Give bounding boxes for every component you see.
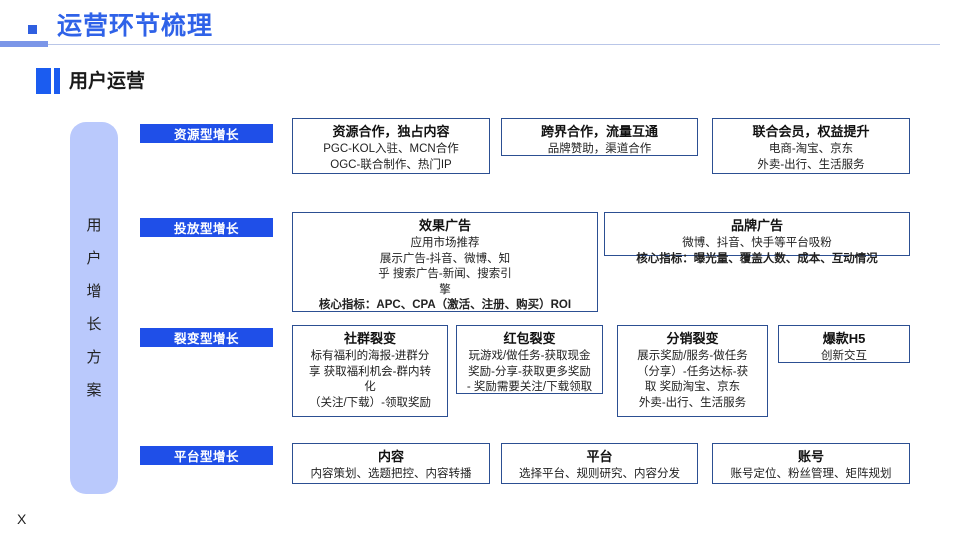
- page-title: 运营环节梳理: [57, 12, 214, 40]
- vertical-band-char: 案: [86, 381, 102, 399]
- content-box-line: 应用市场推荐: [410, 237, 480, 249]
- content-box-line: 展示广告-抖音、微博、知: [379, 252, 511, 265]
- content-box-line: 玩游戏/做任务-获取现金: [468, 350, 591, 362]
- content-box-line: 内容策划、选题把控、内容转播: [310, 468, 472, 480]
- content-box-line: （关注/下载）-领取奖励: [308, 396, 432, 409]
- content-box-title: 爆款H5: [822, 331, 866, 346]
- content-box-line: 展示奖励/服务-做任务: [637, 350, 748, 362]
- content-box[interactable]: 资源合作，独占内容 PGC-KOL入驻、MCN合作 OGC-联合制作、热门IP: [292, 118, 490, 174]
- content-box-line: 核心指标：曝光量、覆盖人数、成本、互动情况: [636, 252, 878, 265]
- vertical-band-char: 用: [86, 216, 102, 234]
- content-box-title: 跨界合作，流量互通: [540, 124, 658, 139]
- content-box[interactable]: 品牌广告微博、抖音、快手等平台吸粉核心指标：曝光量、覆盖人数、成本、互动情况: [604, 212, 910, 265]
- content-box-title: 品牌广告: [730, 218, 783, 233]
- category-label-2[interactable]: 投放型增长: [140, 218, 273, 237]
- content-box-line: 奖励-分享-获取更多奖励: [468, 365, 591, 378]
- content-box-title: 效果广告: [418, 218, 471, 233]
- content-box-line: 标有福利的海报-进群分: [310, 350, 430, 362]
- content-box[interactable]: 账号账号定位、粉丝管理、矩阵规划: [712, 443, 910, 484]
- content-box-line: 创新交互: [821, 350, 867, 362]
- section-subtitle-label: 用户运营: [69, 71, 146, 92]
- vertical-band-char: 长: [86, 315, 102, 333]
- content-box[interactable]: 内容内容策划、选题把控、内容转播: [292, 443, 490, 484]
- content-box-title: 分销裂变: [666, 331, 719, 346]
- double-bar-marker-icon: [36, 68, 51, 94]
- content-box-line: 外卖-出行、生活服务: [638, 396, 747, 409]
- content-box-line: 选择平台、规则研究、内容分发: [519, 468, 680, 480]
- vertical-band-user-growth-plan: 用户增长方案: [70, 122, 118, 494]
- content-box-line: 微博、抖音、快手等平台吸粉: [682, 237, 832, 249]
- content-box[interactable]: 分销裂变展示奖励/服务-做任务 （分享）-任务达标-获取 奖励淘宝、京东外卖-出行…: [617, 325, 768, 417]
- header-divider-accent: [0, 41, 48, 47]
- content-box[interactable]: 社群裂变标有福利的海报-进群分享 获取福利机会-群内转化 （关注/下载）-领取奖励: [292, 325, 448, 417]
- content-box[interactable]: 效果广告应用市场推荐展示广告-抖音、微博、知乎 搜索广告-新闻、搜索引擎核心指标…: [292, 212, 598, 312]
- content-box[interactable]: 跨界合作，流量互通品牌赞助，渠道合作: [501, 118, 698, 156]
- category-label-3[interactable]: 裂变型增长: [140, 328, 273, 347]
- content-box-title: 内容: [377, 449, 404, 464]
- content-box-line: 账号定位、粉丝管理、矩阵规划: [730, 468, 892, 480]
- category-label-4[interactable]: 平台型增长: [140, 446, 273, 465]
- content-box-line: 享 获取福利机会-群内转: [308, 365, 432, 378]
- content-box-line: - 奖励需要关注/下载领取: [466, 381, 593, 393]
- content-box-title: 平台: [586, 449, 613, 464]
- content-box[interactable]: 爆款H5 创新交互: [778, 325, 910, 363]
- header-divider: [0, 44, 940, 45]
- double-bar-marker-icon-secondary: [54, 68, 60, 94]
- content-box-line: 品牌赞助，渠道合作: [547, 143, 652, 155]
- slide-header: 运营环节梳理: [0, 0, 964, 52]
- vertical-band-char: 增: [86, 282, 102, 300]
- content-box[interactable]: 联合会员，权益提升电商-淘宝、京东外卖-出行、生活服务: [712, 118, 910, 174]
- content-box-line: 电商-淘宝、京东: [768, 143, 854, 155]
- vertical-band-char: 方: [86, 348, 102, 366]
- content-box[interactable]: 平台选择平台、规则研究、内容分发: [501, 443, 698, 484]
- content-box-line: 擎: [439, 283, 451, 296]
- content-box-line: 乎 搜索广告-新闻、搜索引: [378, 268, 512, 280]
- content-box-title: 资源合作，独占内容: [332, 124, 450, 139]
- content-box-line: 外卖-出行、生活服务: [757, 158, 865, 171]
- category-label-1[interactable]: 资源型增长: [140, 124, 273, 143]
- content-box-title: 账号: [797, 449, 824, 464]
- content-box-line: PGC-KOL入驻、MCN合作: [323, 143, 459, 155]
- content-box-title: 联合会员，权益提升: [752, 124, 870, 139]
- square-bullet-icon: [28, 25, 37, 34]
- content-box-line: 取 奖励淘宝、京东: [644, 381, 741, 393]
- content-box-title: 社群裂变: [343, 331, 396, 346]
- content-box-line: 化: [364, 381, 376, 393]
- footer-mark: X: [17, 511, 27, 527]
- vertical-band-char: 户: [86, 249, 102, 267]
- content-box-line: （分享）-任务达标-获: [636, 365, 749, 378]
- content-box-title: 红包裂变: [503, 331, 556, 346]
- content-box-line: 核心指标：APC、CPA（激活、注册、购买）ROI: [318, 299, 572, 311]
- content-box[interactable]: 红包裂变玩游戏/做任务-获取现金奖励-分享-获取更多奖励 - 奖励需要关注/下载领…: [456, 325, 603, 394]
- content-box-line: OGC-联合制作、热门IP: [330, 158, 452, 171]
